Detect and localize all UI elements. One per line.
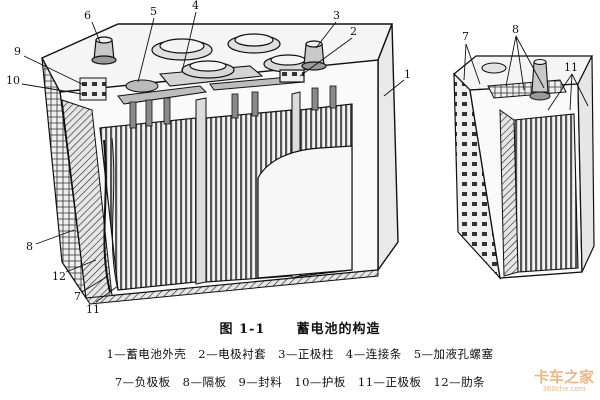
figure-caption: 图 1-1 蓄电池的构造	[0, 318, 600, 337]
figure-number: 图 1-1	[219, 322, 266, 337]
callout-4: 4	[192, 0, 199, 12]
callout-2: 2	[350, 25, 357, 38]
callout-9: 9	[14, 45, 21, 58]
callout-3: 3	[333, 9, 340, 22]
callout-5: 5	[150, 5, 157, 18]
side-callout-11: 11	[564, 61, 578, 74]
callout-12: 12	[52, 270, 66, 283]
watermark-sub: 360che.com	[542, 384, 586, 393]
leader-lines	[21, 11, 589, 303]
main-battery	[41, 23, 399, 305]
battery-illustration: 6 5 4 3 2 1 9 10 8 12 7 11 7 8 11	[6, 0, 595, 316]
side-callout-8: 8	[512, 23, 519, 36]
callout-8: 8	[26, 240, 33, 253]
callout-numbers: 6 5 4 3 2 1 9 10 8 12 7 11 7 8 11	[6, 0, 578, 316]
figure-title: 蓄电池的构造	[296, 322, 381, 337]
side-battery	[453, 55, 595, 280]
callout-6: 6	[84, 9, 91, 22]
callout-7: 7	[74, 290, 81, 303]
watermark-text: 卡车之家	[533, 367, 594, 386]
watermark-logo: 卡车之家 360che.com	[454, 362, 594, 396]
legend-line-1: 1—蓄电池外壳 2—电极衬套 3—正极柱 4—连接条 5—加液孔螺塞	[106, 347, 494, 361]
callout-1: 1	[404, 68, 411, 81]
callout-10: 10	[6, 74, 20, 87]
side-callout-7: 7	[462, 30, 469, 43]
callout-11: 11	[86, 303, 100, 316]
legend-line-2: 7—负极板 8—隔板 9—封料 10—护板 11—正极板 12—肋条	[114, 375, 486, 389]
